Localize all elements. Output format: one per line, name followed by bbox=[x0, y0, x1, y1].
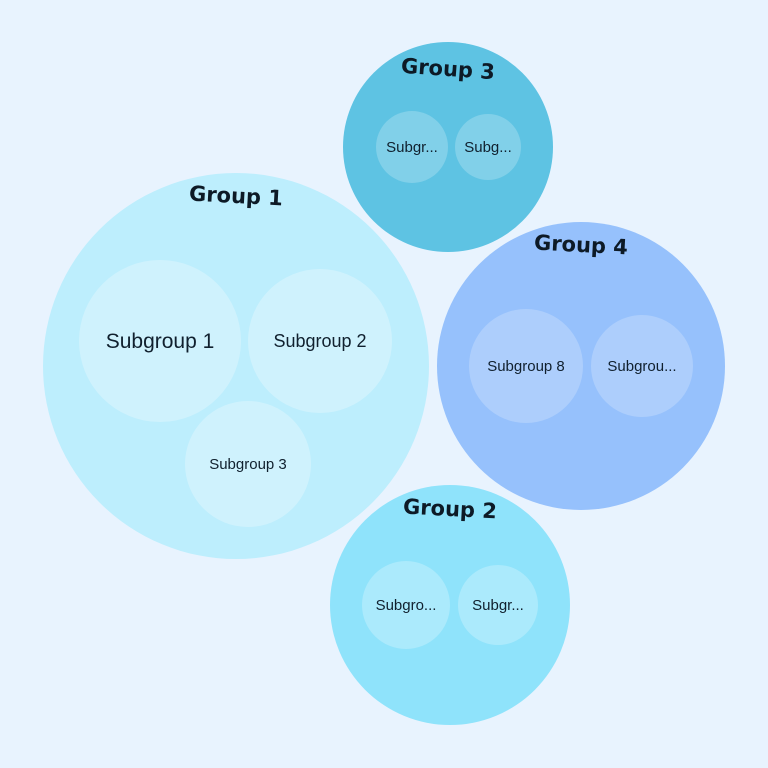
group-3-subgroup-a-circle[interactable] bbox=[376, 111, 448, 183]
subgroup-2-label: Subgroup 2 bbox=[273, 331, 366, 351]
group-3-subgroup-a-label: Subgr... bbox=[386, 139, 438, 156]
group-2-circle[interactable] bbox=[330, 485, 570, 725]
subgroup-3-circle[interactable] bbox=[185, 401, 311, 527]
subgroup-8-circle[interactable] bbox=[469, 309, 583, 423]
group-4-subgroup-b-circle[interactable] bbox=[591, 315, 693, 417]
group-4-circle[interactable] bbox=[437, 222, 725, 510]
group-1-circle[interactable] bbox=[43, 173, 429, 559]
group-2-label: Group 2 bbox=[402, 495, 497, 524]
subgroup-1-label: Subgroup 1 bbox=[106, 330, 215, 353]
group-2-subgroup-b-label: Subgr... bbox=[472, 597, 524, 614]
group-2-subgroup-a-circle[interactable] bbox=[362, 561, 450, 649]
group-3-subgroup-b-label: Subg... bbox=[464, 139, 512, 156]
group-1: Group 1 Subgroup 1 Subgroup 2 Subgroup 3 bbox=[43, 173, 429, 559]
group-3: Group 3 Subgr... Subg... bbox=[343, 42, 553, 252]
group-3-subgroup-b-circle[interactable] bbox=[455, 114, 521, 180]
group-2-subgroup-b-circle[interactable] bbox=[458, 565, 538, 645]
subgroup-2-circle[interactable] bbox=[248, 269, 392, 413]
group-4-subgroup-b-label: Subgrou... bbox=[607, 358, 676, 375]
subgroup-3-label: Subgroup 3 bbox=[209, 456, 287, 473]
group-3-circle[interactable] bbox=[343, 42, 553, 252]
group-4-label: Group 4 bbox=[533, 231, 628, 260]
subgroup-8-label: Subgroup 8 bbox=[487, 358, 565, 375]
group-1-label: Group 1 bbox=[188, 182, 283, 211]
group-2-subgroup-a-label: Subgro... bbox=[376, 597, 437, 614]
group-4: Group 4 Subgroup 8 Subgrou... bbox=[437, 222, 725, 510]
group-2: Group 2 Subgro... Subgr... bbox=[330, 485, 570, 725]
subgroup-1-circle[interactable] bbox=[79, 260, 241, 422]
